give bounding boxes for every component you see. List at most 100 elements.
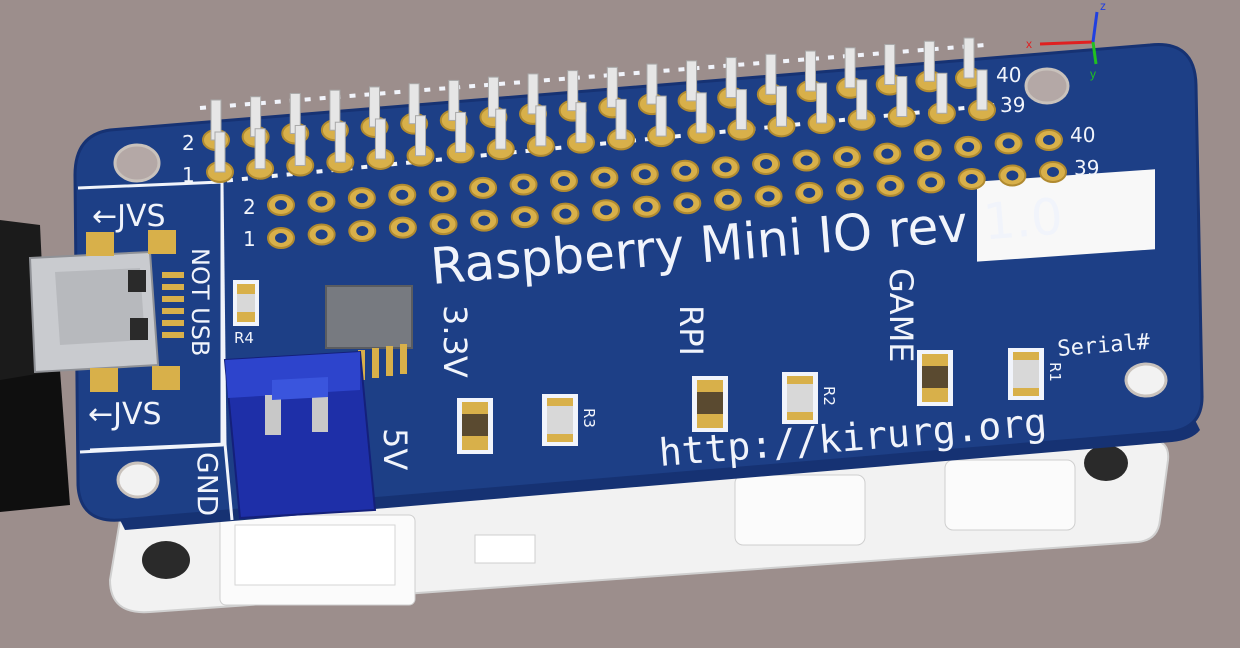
- header-pin: [294, 124, 306, 166]
- header-pin: [527, 73, 539, 115]
- mount-hole-bottom-left: [116, 461, 160, 499]
- header-pin: [575, 102, 587, 144]
- led-game: [917, 350, 953, 406]
- header-pin: [535, 105, 547, 147]
- led-3v3: [457, 398, 493, 454]
- base-hole-left: [142, 541, 190, 579]
- gpio-pad-hole: [598, 172, 611, 183]
- gpio-pad-hole: [557, 176, 570, 187]
- pin-label-left-bottom-2: 2: [243, 195, 256, 219]
- gpio-pad-hole: [881, 148, 894, 159]
- header-pin: [816, 82, 828, 124]
- resistor-r4: [233, 280, 259, 326]
- header-pin: [487, 76, 499, 118]
- label-5v: 5V: [376, 428, 414, 470]
- header-pin: [856, 79, 868, 121]
- gpio-pad-hole: [437, 219, 450, 230]
- header-pin: [725, 57, 737, 99]
- gpio-pad-hole: [518, 212, 531, 223]
- header-pin: [884, 44, 896, 86]
- pin-label-right-top-40: 40: [996, 63, 1021, 87]
- pin-label-left-top-1: 1: [182, 163, 195, 187]
- header-outline: [211, 103, 996, 184]
- resistor-r2: [782, 372, 818, 424]
- header-pin: [374, 118, 386, 160]
- header-pin: [775, 85, 787, 127]
- header-pin: [254, 128, 266, 170]
- pin-label-right-bottom-39: 39: [1074, 156, 1099, 180]
- resistor-label-r2: R2: [820, 386, 838, 406]
- label-jvs-bottom: ←JVS: [88, 397, 162, 432]
- gpio-pad-hole: [965, 173, 978, 184]
- axis-label-z: z: [1100, 0, 1106, 13]
- header-pin: [686, 60, 698, 102]
- header-pin: [936, 72, 948, 114]
- gpio-pad-hole: [478, 215, 491, 226]
- header-pin: [695, 92, 707, 134]
- pin-label-left-bottom-1: 1: [243, 227, 256, 251]
- header-pin: [334, 121, 346, 163]
- gpio-pad-hole: [1006, 170, 1019, 181]
- header-pin: [369, 86, 381, 128]
- micro-usb-port: [28, 230, 184, 392]
- header-pin: [606, 66, 618, 108]
- header-pin: [646, 63, 658, 105]
- header-pin: [896, 76, 908, 118]
- gpio-pad-hole: [600, 205, 613, 216]
- label-gnd: GND: [191, 452, 224, 516]
- header-pin: [448, 79, 460, 121]
- gpio-pad-hole: [760, 158, 773, 169]
- gpio-header-pins: [210, 37, 988, 173]
- header-pin: [976, 69, 988, 111]
- gpio-pad-hole: [638, 169, 651, 180]
- resistor-label-r1: R1: [1046, 362, 1064, 382]
- gpio-pad-hole: [356, 226, 369, 237]
- led-rpi: [692, 376, 728, 432]
- header-pin: [567, 70, 579, 112]
- gpio-pad-hole: [436, 186, 449, 197]
- label-not-usb: NOT USB: [186, 248, 214, 356]
- gpio-pad-hole: [1047, 167, 1059, 177]
- header-pin: [804, 50, 816, 92]
- label-rpi: RPI: [672, 305, 710, 356]
- header-pin: [615, 98, 627, 140]
- resistor-label-r4: R4: [234, 329, 254, 347]
- label-3v3: 3.3V: [436, 305, 474, 378]
- gpio-pad-hole: [840, 152, 853, 163]
- gpio-pad-hole: [719, 162, 732, 173]
- pcb-board: [28, 37, 1204, 530]
- header-pin: [495, 108, 507, 150]
- axis-gizmo: x y z: [1026, 0, 1106, 81]
- gpio-pad-hole: [921, 145, 934, 156]
- header-pin: [735, 89, 747, 131]
- gpio-pad-hole: [884, 180, 897, 191]
- axis-label-x: x: [1026, 37, 1032, 51]
- label-jvs-top: ←JVS: [92, 199, 166, 234]
- resistor-r1: [1008, 348, 1044, 400]
- header-pin: [765, 53, 777, 95]
- header-pin: [963, 37, 975, 79]
- header-pin: [415, 115, 427, 157]
- pin-label-left-top-2: 2: [182, 131, 195, 155]
- header-pin: [844, 47, 856, 89]
- gpio-pad-hole: [1043, 135, 1055, 145]
- header-pin: [455, 111, 467, 153]
- gpio-pad-hole: [679, 165, 692, 176]
- header-pin: [214, 131, 226, 173]
- serial-box: [977, 169, 1155, 262]
- gpio-pad-hole: [962, 141, 975, 152]
- gpio-pad-hole: [315, 196, 328, 207]
- axis-label-y: y: [1090, 67, 1096, 81]
- gpio-pad-hole: [640, 201, 653, 212]
- base-plate: [108, 438, 1170, 614]
- gpio-pad-hole: [803, 187, 816, 198]
- gpio-pad-hole: [517, 179, 530, 190]
- gpio-pad-hole: [925, 177, 938, 188]
- header-pin: [408, 83, 420, 125]
- gpio-pad-hole: [843, 184, 856, 195]
- resistor-label-r3: R3: [580, 408, 598, 428]
- gpio-pad-hole: [275, 200, 287, 210]
- smd-ic: [325, 285, 413, 349]
- gpio-pad-hole: [681, 198, 694, 209]
- pin-label-right-bottom-40: 40: [1070, 123, 1095, 147]
